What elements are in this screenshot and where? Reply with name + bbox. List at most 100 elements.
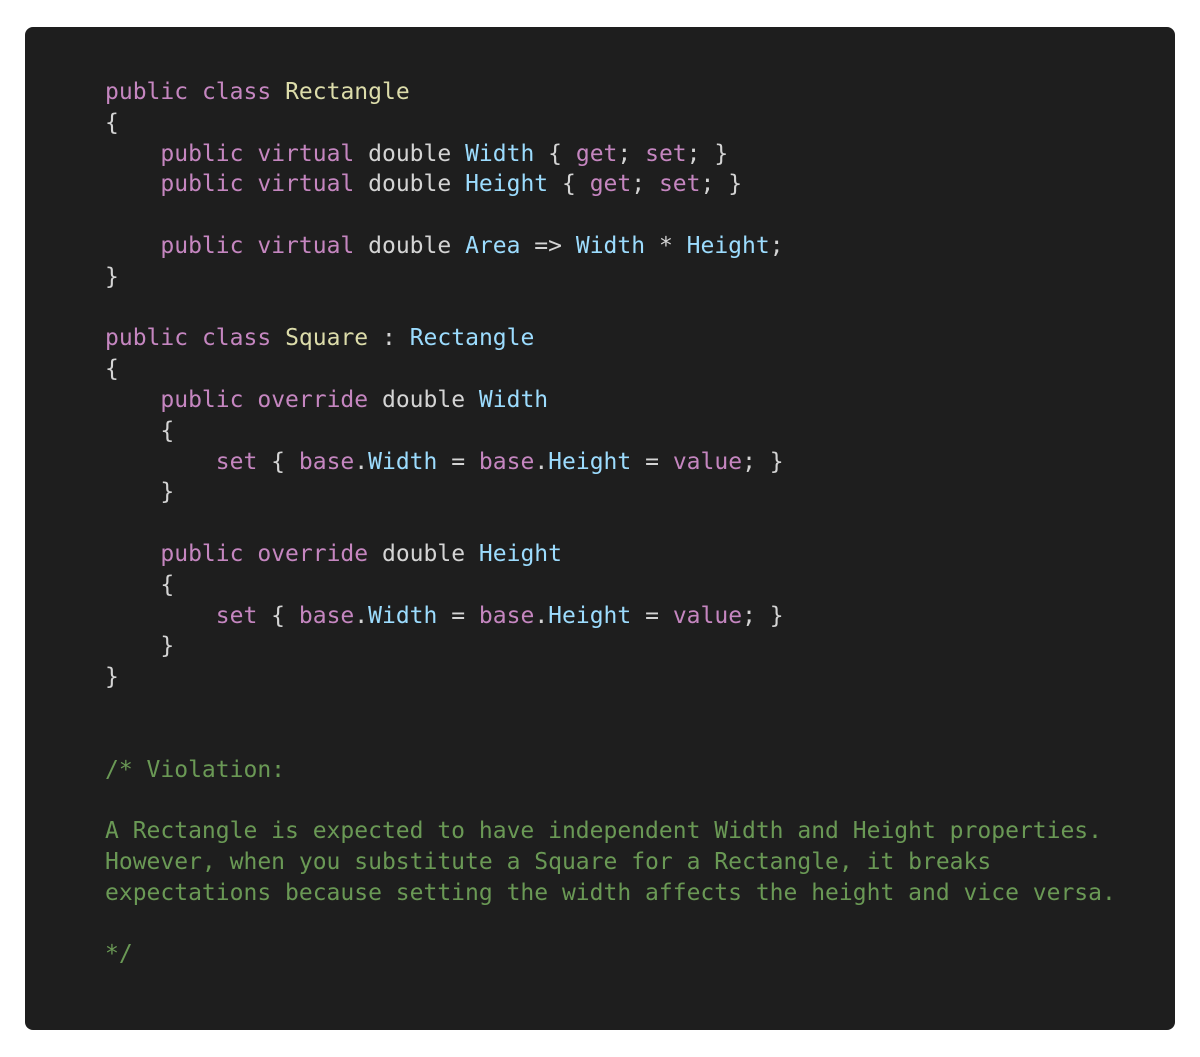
code-token: ; } <box>742 602 784 629</box>
code-token: { <box>105 109 119 136</box>
code-token <box>105 449 216 475</box>
code-token: base <box>298 448 355 475</box>
code-token: double <box>368 386 479 413</box>
code-token: Width <box>368 448 438 475</box>
comment-text: */ <box>105 941 133 968</box>
code-token: set <box>215 602 258 629</box>
code-token: Height <box>548 602 632 629</box>
code-token: Height <box>686 232 770 259</box>
code-token: } <box>105 263 119 290</box>
code-token: Area <box>465 232 521 259</box>
code-token <box>243 171 257 197</box>
code-token <box>243 141 257 167</box>
code-token: } <box>105 479 175 506</box>
code-token <box>271 325 285 351</box>
code-token: { <box>534 140 576 167</box>
code-token: * <box>645 232 687 259</box>
code-token: Rectangle <box>285 79 410 105</box>
code-token: = <box>631 448 673 475</box>
code-token <box>188 325 202 351</box>
code-token: Rectangle <box>409 325 535 352</box>
code-token: public <box>105 325 189 352</box>
code-token: { <box>105 356 119 383</box>
code-token: base <box>298 602 355 629</box>
code-block: public class Rectangle{ public virtual d… <box>105 77 1175 970</box>
code-token: . <box>354 448 369 475</box>
code-token: . <box>354 602 369 629</box>
code-token: get <box>575 140 618 167</box>
code-line <box>105 293 1175 324</box>
code-line: } <box>105 662 1175 693</box>
code-token: set <box>645 140 687 167</box>
code-token: class <box>201 325 272 352</box>
code-line <box>105 724 1175 755</box>
code-line: public override double Height <box>105 539 1175 570</box>
code-token: override <box>257 386 369 413</box>
code-token: Height <box>478 540 562 567</box>
code-token: virtual <box>257 140 355 167</box>
code-line: { <box>105 416 1175 447</box>
code-line: } <box>105 477 1175 508</box>
code-token: ; } <box>686 140 729 167</box>
code-token: : <box>368 325 410 352</box>
code-token: public <box>160 540 244 567</box>
comment-text: /* Violation: <box>105 756 286 783</box>
code-token: base <box>478 602 535 629</box>
code-line: A Rectangle is expected to have independ… <box>105 816 1175 847</box>
code-token: double <box>354 140 466 167</box>
code-line <box>105 909 1175 940</box>
code-token: double <box>354 232 466 259</box>
code-token: = <box>437 602 479 629</box>
code-token <box>105 233 160 259</box>
code-token: override <box>257 540 369 567</box>
code-line <box>105 785 1175 816</box>
code-token: . <box>534 448 549 475</box>
code-token: . <box>534 602 549 629</box>
code-token <box>243 541 257 567</box>
code-token: = <box>631 602 673 629</box>
comment-text: A Rectangle is expected to have independ… <box>105 818 1102 845</box>
code-line: } <box>105 262 1175 293</box>
code-line: } <box>105 631 1175 662</box>
comment-text: expectations because setting the width a… <box>105 879 1116 906</box>
comment-text: However, when you substitute a Square fo… <box>105 848 992 875</box>
code-token: set <box>658 171 701 198</box>
code-token: get <box>589 171 632 198</box>
code-line: { <box>105 354 1175 385</box>
code-line: public class Square : Rectangle <box>105 323 1175 354</box>
code-line <box>105 508 1175 539</box>
code-token: } <box>105 633 175 660</box>
code-token: Height <box>548 448 632 475</box>
code-token: ; <box>617 140 646 167</box>
code-line <box>105 200 1175 231</box>
code-token <box>105 141 160 167</box>
code-line: public virtual double Area => Width * He… <box>105 231 1175 262</box>
code-token: { <box>105 571 175 598</box>
code-token: ; } <box>742 448 784 475</box>
code-token <box>271 79 285 105</box>
code-line: { <box>105 570 1175 601</box>
code-token: class <box>201 79 272 105</box>
code-token: public <box>160 171 244 198</box>
code-line <box>105 693 1175 724</box>
code-token: double <box>368 540 479 567</box>
code-line: public class Rectangle <box>105 77 1175 108</box>
code-token: => <box>520 232 576 259</box>
code-line: set { base.Width = base.Height = value; … <box>105 447 1175 478</box>
code-line: public virtual double Height { get; set;… <box>105 169 1175 200</box>
code-token: { <box>257 602 299 629</box>
code-token: Width <box>368 602 438 629</box>
code-token <box>188 79 202 105</box>
code-line: set { base.Width = base.Height = value; … <box>105 601 1175 632</box>
code-token: virtual <box>257 232 355 259</box>
code-token: public <box>105 79 189 105</box>
code-token: public <box>160 140 244 167</box>
code-line: */ <box>105 939 1175 970</box>
code-token: Width <box>465 140 535 167</box>
code-token: value <box>672 602 743 629</box>
code-line: /* Violation: <box>105 755 1175 786</box>
code-line: public virtual double Width { get; set; … <box>105 139 1175 170</box>
code-line: public override double Width <box>105 385 1175 416</box>
code-token: ; <box>769 232 784 259</box>
code-token: Width <box>478 386 549 413</box>
